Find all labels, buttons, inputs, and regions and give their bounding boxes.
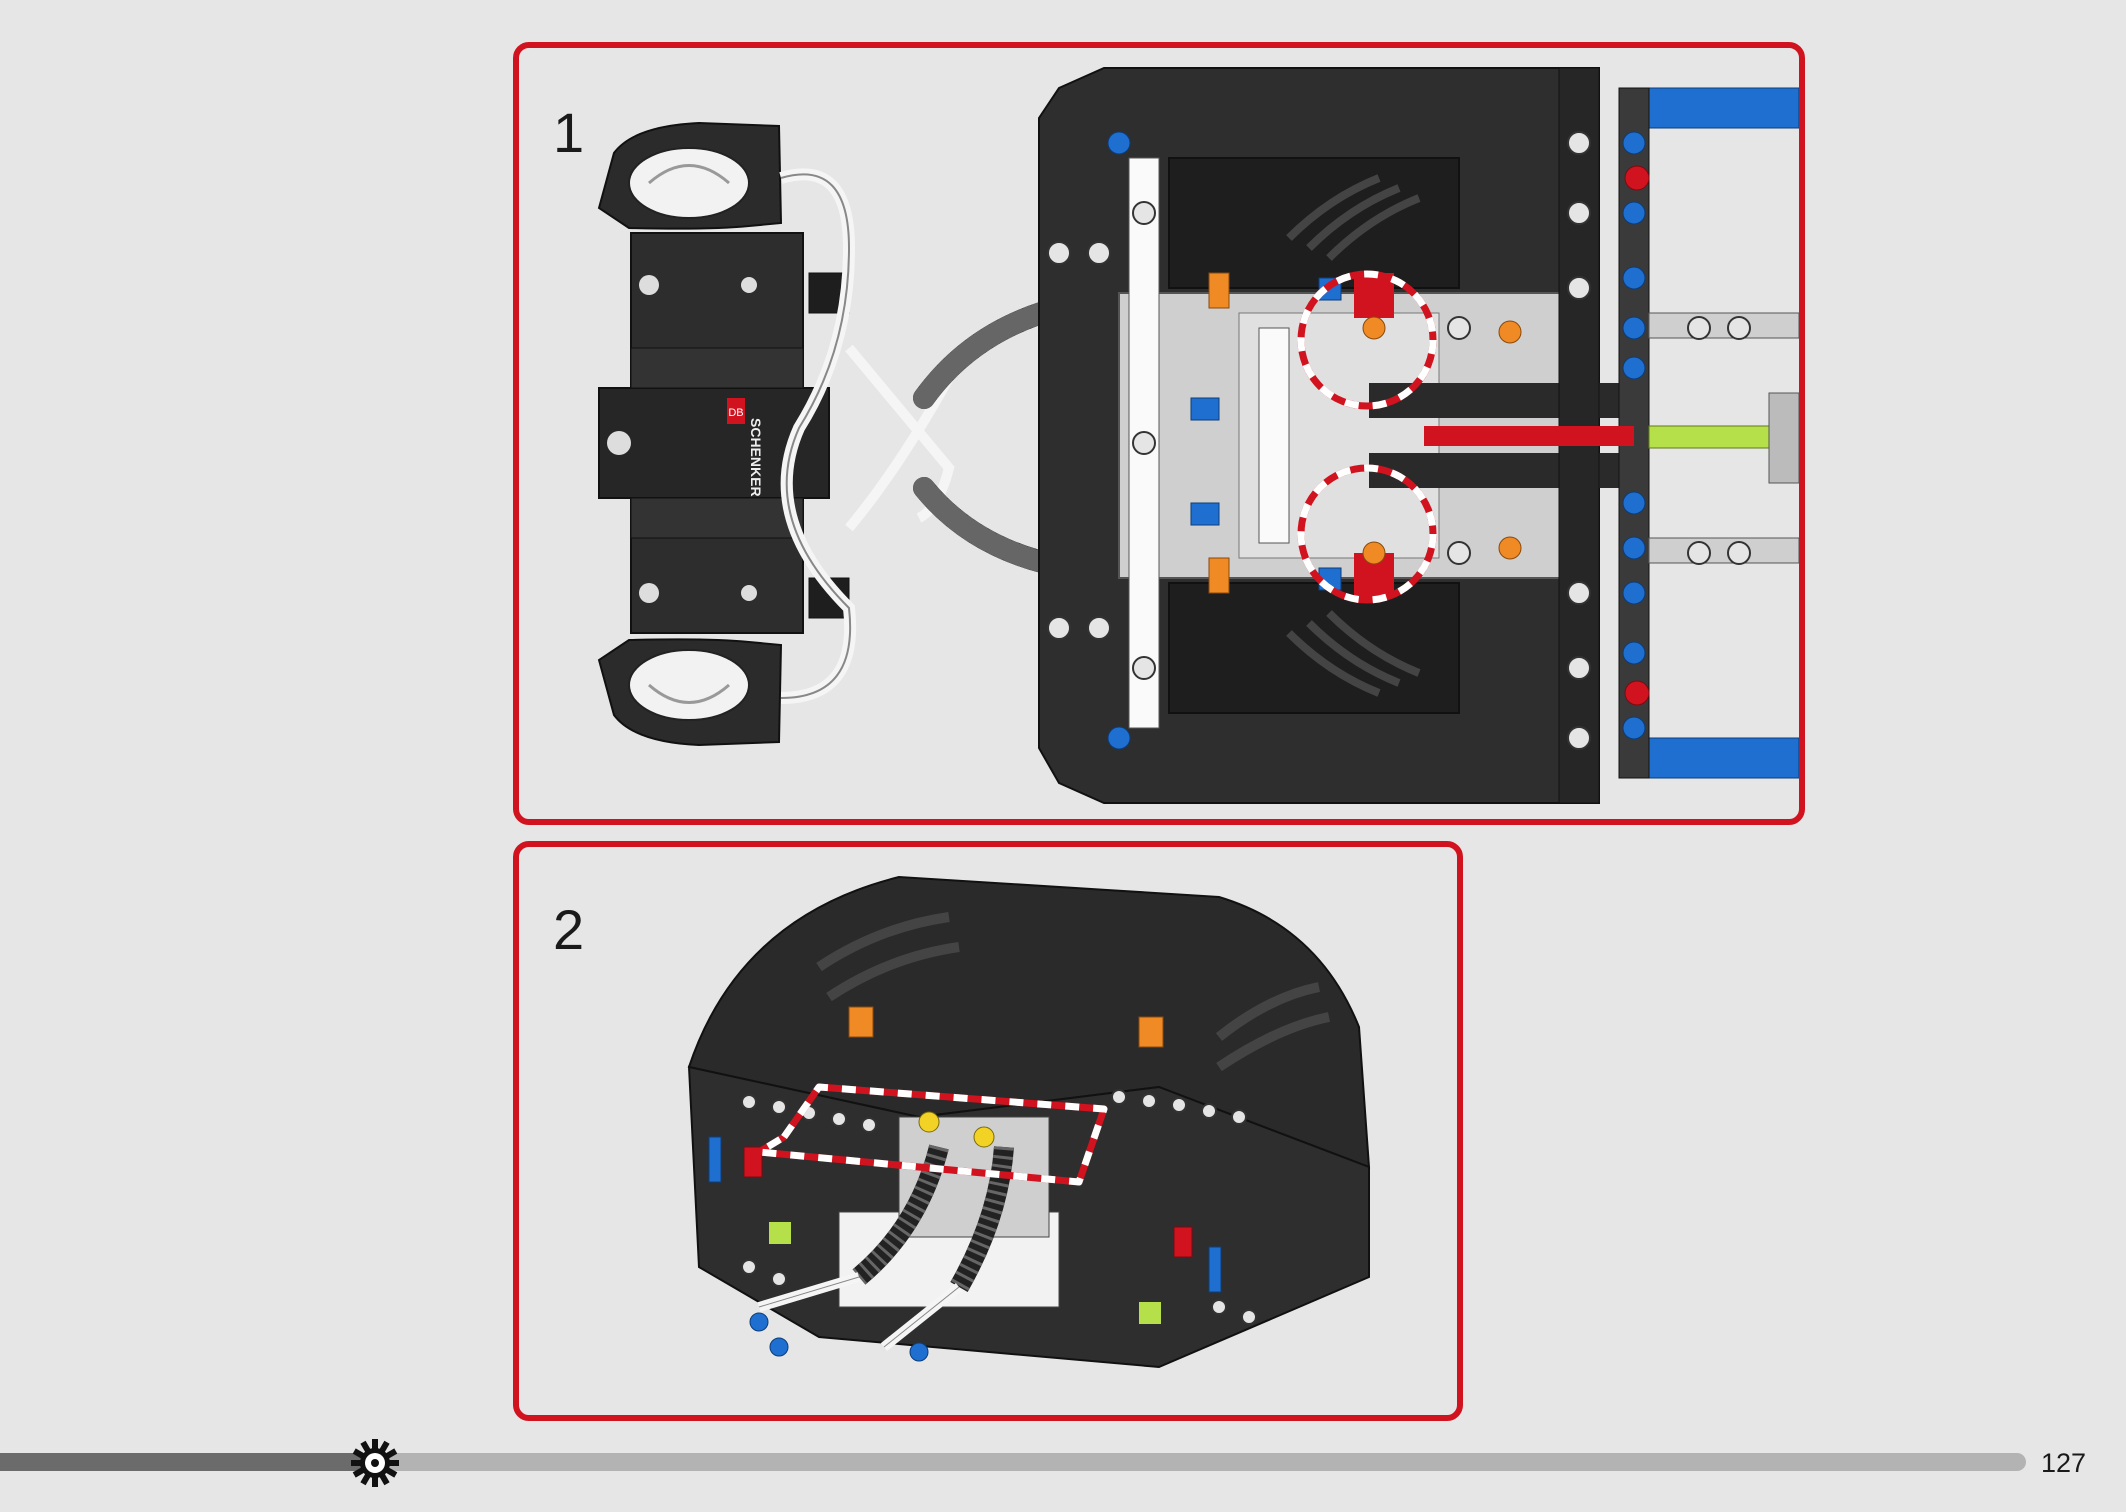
pneumatic-switch-assembly: DB SCHENKER	[597, 121, 955, 747]
step-2-illustration	[687, 875, 1371, 1369]
svg-text:SCHENKER: SCHENKER	[748, 418, 764, 497]
gear-icon	[350, 1439, 399, 1487]
step-number: 2	[553, 898, 585, 961]
step-number: 1	[553, 101, 585, 164]
svg-text:DB: DB	[728, 407, 743, 419]
db-logo	[727, 398, 745, 424]
assembled-module	[687, 875, 1371, 1369]
build-progress-fill	[0, 1453, 375, 1471]
chassis-assembly	[1038, 67, 1799, 804]
step-2-panel: 2	[513, 841, 1463, 1421]
build-progress-bar	[0, 1453, 2026, 1471]
page-number: 127	[2040, 1448, 2086, 1478]
callout-circles	[1297, 270, 1437, 604]
step-1-panel: 1 DB SCHENKER	[513, 42, 1805, 825]
step-1-illustration: DB SCHENKER	[597, 67, 1799, 804]
